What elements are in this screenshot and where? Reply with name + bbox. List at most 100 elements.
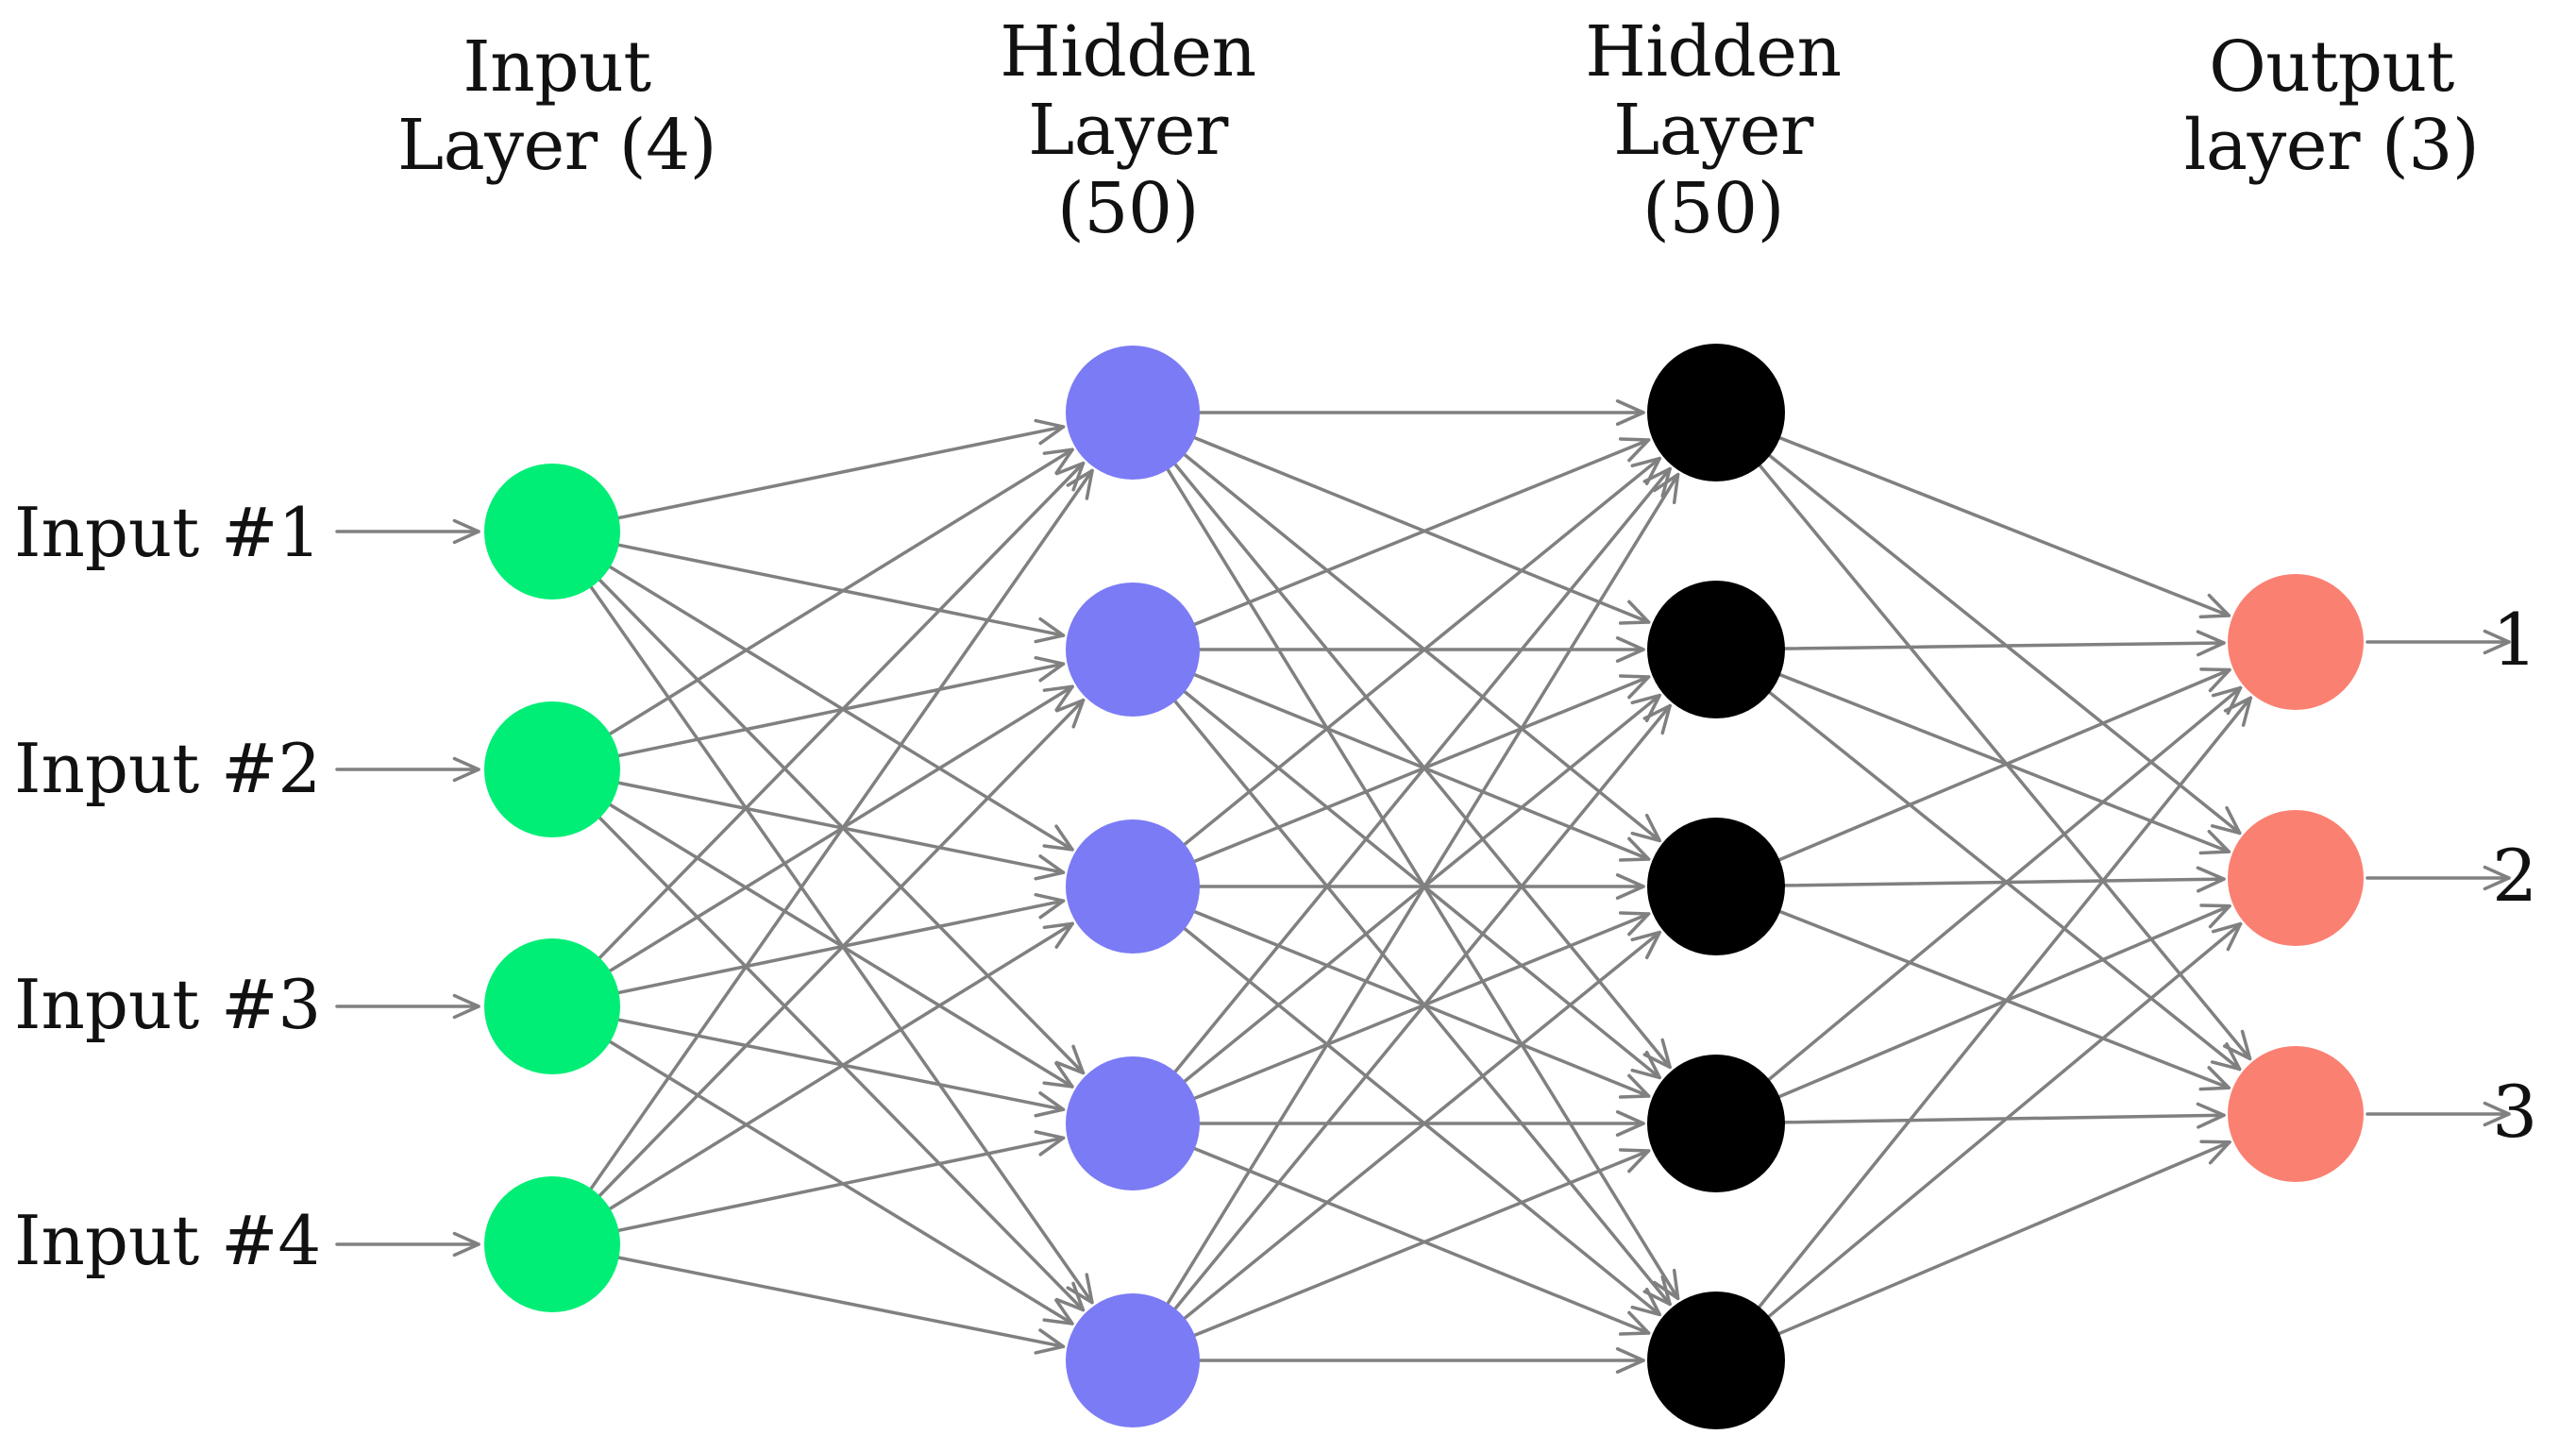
edge-l2-0-0 xyxy=(1778,436,2231,617)
input-label-1: Input #1 xyxy=(14,493,322,572)
edge-l1-4-3 xyxy=(1193,1149,1651,1338)
edge-l1-3-0 xyxy=(1173,466,1672,1073)
edge-l1-2-0 xyxy=(1183,456,1661,846)
arrowhead-icon xyxy=(2210,1042,2242,1072)
neuron-node-l1-5 xyxy=(1066,1293,1200,1427)
neuron-node-l2-4 xyxy=(1647,1055,1785,1192)
edge-l0-3-2 xyxy=(608,921,1074,1210)
neuron-node-l0-3 xyxy=(484,938,620,1074)
arrowhead-icon xyxy=(1042,1061,1074,1089)
arrowhead-icon xyxy=(2199,1140,2231,1165)
arrowhead-icon xyxy=(2199,903,2231,929)
arrowhead-icon xyxy=(1054,1044,1086,1075)
arrowhead-icon xyxy=(452,756,480,783)
edge-l2-2-0 xyxy=(1777,667,2231,862)
edge-l0-3-4 xyxy=(616,1256,1066,1349)
neuron-node-l3-1 xyxy=(2228,574,2364,710)
arrowhead-icon xyxy=(1615,636,1645,663)
arrowhead-icon xyxy=(1630,456,1661,486)
output-label-1: 1 xyxy=(2492,598,2538,682)
arrowhead-icon xyxy=(1034,1328,1066,1355)
edge-l1-0-1 xyxy=(1193,435,1651,624)
edge-l2-4-0 xyxy=(1758,696,2253,1308)
output-arrow-group xyxy=(2366,629,2511,1127)
arrowhead-icon xyxy=(1642,466,1672,498)
neuron-node-l2-2 xyxy=(1647,581,1785,718)
edge-l1-4-0 xyxy=(1166,472,1680,1306)
arrowhead-icon xyxy=(1034,892,1066,920)
arrowhead-icon xyxy=(2211,685,2243,716)
hidden2-layer-title: Hidden Layer (50) xyxy=(1585,11,1842,249)
neuron-node-l3-3 xyxy=(2228,1046,2364,1182)
output-label-3: 3 xyxy=(2492,1070,2538,1154)
edge-l1-1-3 xyxy=(1183,690,1661,1080)
edge-l0-3-3 xyxy=(616,1136,1066,1233)
arrowhead-icon xyxy=(2199,667,2231,693)
arrowhead-icon xyxy=(2198,1066,2231,1091)
arrowhead-icon xyxy=(2210,805,2242,836)
edge-l1-4-2 xyxy=(1183,930,1661,1320)
edge-l1-3-4 xyxy=(1193,1146,1651,1335)
hidden1-layer-title: Hidden Layer (50) xyxy=(1000,11,1256,249)
edge-group xyxy=(589,399,2253,1374)
arrowhead-icon xyxy=(1615,1347,1645,1374)
arrowhead-icon xyxy=(1615,1110,1645,1137)
input-arrow-group xyxy=(335,518,480,1258)
neuron-node-l2-1 xyxy=(1647,344,1785,481)
arrowhead-icon xyxy=(2211,921,2243,952)
neuron-node-l2-5 xyxy=(1647,1292,1785,1429)
input-label-2: Input #2 xyxy=(14,729,322,808)
edge-l0-3-1 xyxy=(598,698,1086,1198)
arrowhead-icon xyxy=(1615,873,1645,900)
arrowhead-icon xyxy=(1618,599,1651,625)
edge-l1-4-1 xyxy=(1173,703,1672,1310)
arrowhead-icon xyxy=(1034,655,1066,683)
edge-l0-3-0 xyxy=(589,468,1094,1190)
arrowhead-icon xyxy=(1618,674,1651,700)
arrowhead-icon xyxy=(1642,703,1672,735)
arrowhead-icon xyxy=(1642,1038,1672,1070)
neuron-node-l0-4 xyxy=(484,1176,620,1312)
arrowhead-icon xyxy=(1042,684,1074,712)
arrowhead-icon xyxy=(1653,472,1680,505)
edge-l1-1-2 xyxy=(1193,672,1651,861)
arrowhead-icon xyxy=(1054,698,1086,729)
arrowhead-icon xyxy=(1642,1275,1672,1307)
arrowhead-icon xyxy=(1034,1091,1066,1118)
input-label-4: Input #4 xyxy=(14,1201,322,1280)
input-layer-title: Input Layer (4) xyxy=(396,26,717,186)
neuron-node-l2-3 xyxy=(1647,818,1785,955)
output-label-2: 2 xyxy=(2492,834,2538,918)
arrowhead-icon xyxy=(1054,1281,1086,1312)
edge-l2-4-2 xyxy=(1777,1140,2231,1336)
neuron-node-l0-2 xyxy=(484,701,620,837)
arrowhead-icon xyxy=(1615,399,1645,426)
arrowhead-icon xyxy=(1042,921,1074,949)
arrowhead-icon xyxy=(2198,829,2231,855)
edge-l1-1-0 xyxy=(1193,438,1651,627)
edge-l2-4-1 xyxy=(1767,921,2243,1319)
arrowhead-icon xyxy=(1630,930,1661,960)
edge-l0-2-0 xyxy=(598,461,1086,960)
arrowhead-icon xyxy=(2483,1101,2511,1127)
arrowhead-icon xyxy=(2198,593,2231,619)
arrowhead-icon xyxy=(1034,854,1066,881)
arrowhead-icon xyxy=(2223,696,2253,727)
arrowhead-icon xyxy=(2222,1029,2252,1061)
arrowhead-icon xyxy=(1066,468,1094,500)
neuron-node-l0-1 xyxy=(484,464,620,599)
arrowhead-icon xyxy=(1618,911,1651,937)
edge-l2-1-0 xyxy=(1783,641,2226,650)
arrowhead-icon xyxy=(2196,866,2226,893)
arrowhead-icon xyxy=(1630,693,1661,723)
arrowhead-icon xyxy=(2196,1102,2226,1129)
input-label-3: Input #3 xyxy=(14,965,322,1044)
arrowhead-icon xyxy=(2483,865,2511,891)
arrowhead-icon xyxy=(2196,630,2226,657)
arrowhead-icon xyxy=(1618,1073,1651,1099)
arrowhead-icon xyxy=(1034,1130,1066,1157)
neuron-node-l1-3 xyxy=(1066,819,1200,954)
arrowhead-icon xyxy=(1042,447,1074,475)
arrowhead-icon xyxy=(1630,1287,1661,1317)
